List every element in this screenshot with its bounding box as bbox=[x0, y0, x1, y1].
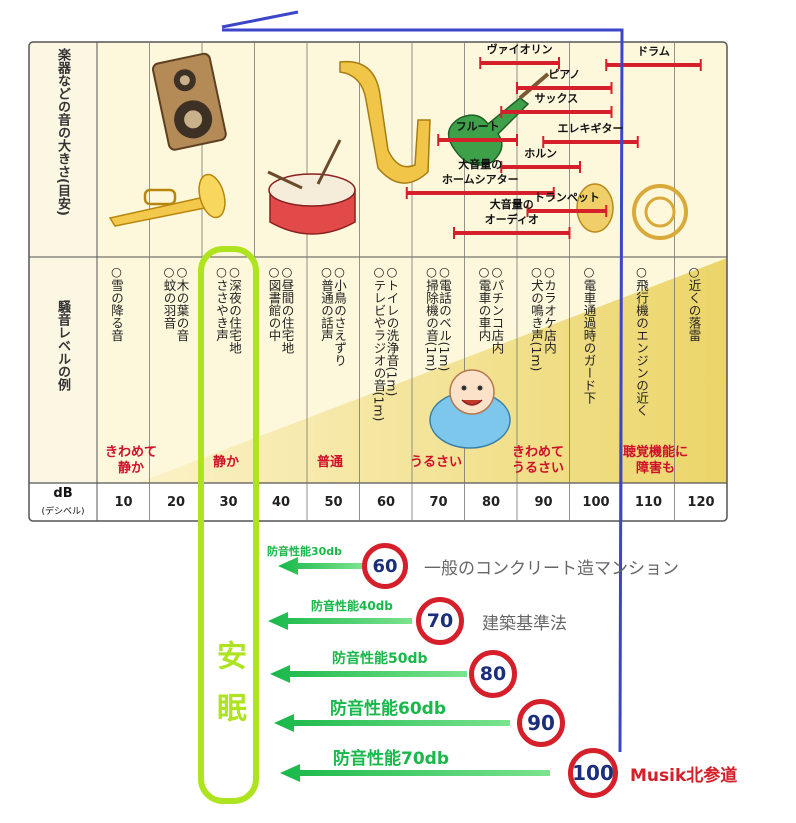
range-label: ホルン bbox=[524, 147, 558, 160]
db-value: 10 bbox=[114, 495, 133, 510]
instrument-range-bars bbox=[405, 57, 702, 239]
soundproofing-arrow bbox=[274, 714, 510, 732]
instrument-row-label: 楽器などの音の大きさ(目安) bbox=[55, 48, 70, 216]
db-header-bottom: (デシベル) bbox=[41, 507, 85, 517]
db-header-top: dB bbox=[53, 486, 73, 501]
range-label: ヴァイオリン bbox=[486, 43, 553, 56]
noise-category: きわめて 静か bbox=[105, 445, 158, 476]
noise-example: ○カラオケ店内 ○犬の鳴き声(1m) bbox=[529, 264, 557, 372]
speed-limit-sign: 90 bbox=[517, 699, 565, 747]
noise-example: ○雪の降る音 bbox=[109, 264, 124, 342]
noise-example: ○昼間の住宅地 ○図書館の中 bbox=[266, 264, 295, 354]
noise-example: ○小鳥のさえずり ○普通の話声 bbox=[319, 264, 347, 367]
blue-annotation-line bbox=[221, 10, 299, 29]
trumpet-icon bbox=[108, 173, 226, 227]
db-value: 120 bbox=[687, 495, 715, 510]
table-border bbox=[28, 41, 728, 522]
range-label: ピアノ bbox=[548, 68, 581, 81]
example-row-label: 騒音レベルの例 bbox=[55, 300, 70, 391]
soundproofing-arrow bbox=[278, 557, 362, 575]
blue-annotation-line bbox=[222, 28, 624, 753]
noise-example: ○電話のベル(1m) ○掃除機の音(1m) bbox=[424, 264, 452, 372]
crying-baby-icon bbox=[429, 369, 511, 449]
range-label: サックス bbox=[534, 92, 579, 105]
noise-example: ○電車通過時のガード下 bbox=[581, 264, 597, 404]
db-value: 30 bbox=[219, 495, 238, 510]
db-value: 100 bbox=[582, 495, 610, 510]
soundproofing-arrow bbox=[280, 764, 550, 782]
range-label: エレキギター bbox=[557, 122, 624, 135]
noise-example: ○木の葉の音 ○蚊の羽音 bbox=[161, 264, 190, 342]
noise-example: ○飛行機のエンジンの近く bbox=[634, 264, 649, 417]
range-label: ドラム bbox=[637, 45, 670, 58]
range-label: 大音量の オーディオ bbox=[484, 198, 539, 226]
range-label: トランペット bbox=[533, 191, 600, 204]
soundproofing-arrow bbox=[268, 612, 412, 630]
db-value: 20 bbox=[166, 495, 186, 510]
range-label: フルート bbox=[455, 120, 500, 133]
db-value: 80 bbox=[481, 495, 501, 510]
label-column-background bbox=[29, 42, 97, 483]
noise-category: きわめて うるさい bbox=[512, 445, 565, 476]
noise-category: 静か bbox=[213, 455, 240, 470]
speaker-icon bbox=[151, 52, 227, 151]
soundproofing-label: 防音性能30db bbox=[267, 545, 343, 558]
db-value: 50 bbox=[324, 495, 343, 510]
sleep-label: 安眠 bbox=[211, 640, 246, 744]
db-value: 40 bbox=[271, 495, 291, 510]
soundproofing-label: 防音性能60db bbox=[330, 699, 446, 719]
drum-icon bbox=[267, 139, 356, 235]
range-label: 大音量の ホームシアター bbox=[441, 158, 519, 186]
noise-example: ○トイレの洗浄音(1m) ○テレビやラジオの音(1m) bbox=[371, 264, 400, 422]
speed-limit-sign: 80 bbox=[469, 650, 517, 698]
annotation-overlay bbox=[198, 10, 624, 804]
instrument-illustrations bbox=[108, 52, 688, 449]
noise-category: 普通 bbox=[317, 455, 344, 470]
horn-icon bbox=[576, 183, 688, 240]
soundproofing-arrows bbox=[268, 557, 550, 782]
db-value: 70 bbox=[429, 495, 448, 510]
noise-category: うるさい bbox=[410, 455, 463, 470]
noise-example: ○パチンコ店内 ○電車の車内 bbox=[476, 264, 505, 354]
speed-limit-sign: 60 bbox=[362, 543, 408, 589]
noise-example: ○近くの落雷 bbox=[686, 264, 702, 342]
soundproofing-label: 防音性能50db bbox=[332, 651, 428, 667]
db-row-background bbox=[29, 483, 727, 521]
db-value: 60 bbox=[376, 495, 396, 510]
sign-description: Musik北参道 bbox=[630, 766, 738, 786]
soundproofing-label: 防音性能40db bbox=[311, 599, 393, 613]
noise-wedge bbox=[137, 258, 727, 483]
speed-limit-sign: 70 bbox=[416, 597, 464, 645]
saxophone-icon bbox=[339, 60, 431, 184]
noise-example: ○深夜の住宅地 ○ささやき声 bbox=[214, 264, 242, 354]
sign-description: 一般のコンクリート造マンション bbox=[424, 559, 679, 579]
speed-limit-sign: 100 bbox=[568, 748, 618, 798]
db-value: 110 bbox=[634, 495, 663, 510]
sleep-zone-outline bbox=[198, 246, 259, 804]
db-value: 90 bbox=[534, 495, 553, 510]
soundproofing-label: 防音性能70db bbox=[333, 749, 449, 769]
noise-category: 聴覚機能に 障害も bbox=[623, 445, 689, 476]
soundproofing-arrow bbox=[270, 665, 467, 683]
sign-description: 建築基準法 bbox=[482, 614, 567, 634]
